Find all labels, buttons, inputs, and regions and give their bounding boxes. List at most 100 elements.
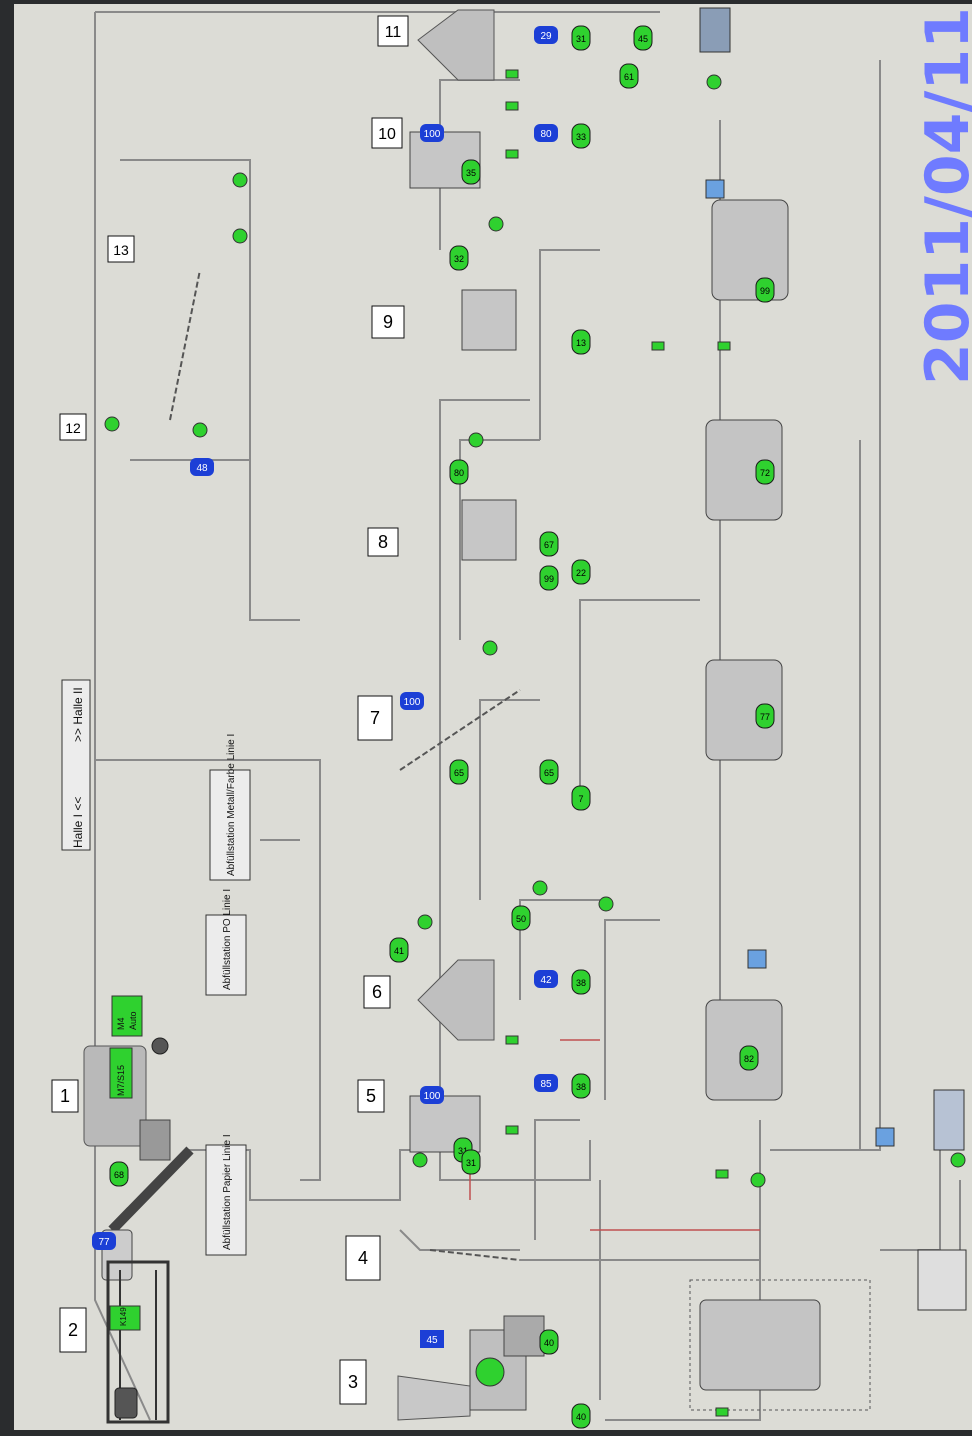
y53-valve-icon[interactable] [506,70,518,78]
y51-valve-icon[interactable] [506,150,518,158]
hall-switch[interactable]: Halle I << >> Halle II [62,680,90,850]
green-value-6: 50 [516,914,526,924]
m75-motor-icon[interactable] [707,75,721,89]
control-cabinet [700,8,730,52]
m50-motor-icon[interactable] [751,1173,765,1187]
green-value-16: 32 [454,254,464,264]
m51-motor-icon[interactable] [599,897,613,911]
m100-motor-icon[interactable] [193,423,207,437]
unit-m87 [712,200,788,300]
green-value-25: 40 [576,1412,586,1422]
area-marker-4: 4 [358,1248,368,1268]
green-value-4: 38 [576,1082,586,1092]
green-value-21: 31 [576,34,586,44]
hall-right-label[interactable]: >> Halle II [71,687,85,742]
green-value-8: 65 [544,768,554,778]
station-paper: Abfüllstation Papier Linie I [206,1134,246,1255]
green-value-23: 45 [638,34,648,44]
value-m20: 45 [426,1335,438,1346]
green-value-5: 38 [576,978,586,988]
m70-motor-icon[interactable] [483,641,497,655]
dryer-fan-icon[interactable] [476,1358,504,1386]
green-value-10: 99 [544,574,554,584]
green-value-27: 35 [466,168,476,178]
value-m47: 42 [540,975,552,986]
y24-valve-icon[interactable] [716,1408,728,1416]
y31-valve-icon[interactable] [506,1126,518,1134]
station-po-label: Abfüllstation PO Linie I [222,889,233,990]
area-marker-3: 3 [348,1372,358,1392]
area-marker-12: 12 [65,420,81,436]
printer-terminal [918,1250,966,1310]
y34-valve-icon[interactable] [716,1170,728,1178]
dryer-motor-housing [504,1316,544,1356]
value-m64: 100 [404,697,421,708]
m80-motor-icon[interactable] [469,433,483,447]
area-marker-5: 5 [366,1086,376,1106]
mixer-area-8 [462,500,516,560]
green-value-15: 80 [454,468,464,478]
green-value-12: 77 [760,712,770,722]
value-m93: 29 [540,31,552,42]
value-m46: 85 [540,1079,552,1090]
m44-motor-icon[interactable] [413,1153,427,1167]
m137-motor-icon[interactable] [951,1153,965,1167]
feeder-hopper [140,1120,170,1160]
area-marker-10: 10 [378,126,396,143]
green-value-13: 72 [760,468,770,478]
m7-status-label: M7/S15 [116,1065,126,1096]
m114-motor-icon[interactable] [233,229,247,243]
hall-left-label[interactable]: Halle I << [71,797,85,848]
value-m45: 100 [424,1091,441,1102]
area-marker-1: 1 [60,1086,70,1106]
area-marker-9: 9 [383,312,393,332]
green-value-1: 68 [114,1170,124,1180]
green-value-24: 61 [624,72,634,82]
m60-motor-icon[interactable] [533,881,547,895]
area-marker-7: 7 [370,708,380,728]
m88-motor-icon[interactable] [489,217,503,231]
green-value-19: 7 [578,794,583,804]
mode-box-mode: Auto [128,1011,138,1030]
m98-motor-icon[interactable] [105,417,119,431]
station-paper-label: Abfüllstation Papier Linie I [222,1134,233,1250]
value-m99: 48 [196,463,208,474]
green-value-11: 82 [744,1054,754,1064]
value-m92: 100 [424,129,441,140]
green-value-3: 40 [544,1338,554,1348]
green-value-9: 67 [544,540,554,550]
m4-motor-icon[interactable] [152,1038,168,1054]
green-value-26: 31 [466,1158,476,1168]
monitor-icon[interactable] [876,1128,894,1146]
mixer-area-9 [462,290,516,350]
m109-motor-icon[interactable] [233,173,247,187]
value-m5: 77 [98,1237,110,1248]
area-marker-2: 2 [68,1320,78,1340]
value-m91: 80 [540,129,552,140]
station-metal-label: Abfüllstation Metall/Farbe Linie I [226,734,237,876]
area-marker-6: 6 [372,982,382,1002]
y52-valve-icon[interactable] [506,102,518,110]
mode-box-motor: M4 [116,1017,126,1030]
area-marker-8: 8 [378,532,388,552]
traffic-light-icon [115,1388,137,1418]
monitor-icon[interactable] [706,180,724,198]
area-marker-13: 13 [113,242,129,258]
timestamp-overlay: 2011/04/11 [913,7,972,385]
monitor-icon[interactable] [748,950,766,968]
area-marker-11: 11 [385,24,402,41]
y55-valve-icon[interactable] [718,342,730,350]
green-value-20: 22 [576,568,586,578]
y33-valve-icon[interactable] [506,1036,518,1044]
green-value-18: 13 [576,338,586,348]
control-cabinet [934,1090,964,1150]
green-value-14: 99 [760,286,770,296]
k149-label: K149 [119,1307,128,1326]
green-value-7: 41 [394,946,404,956]
green-value-22: 33 [576,132,586,142]
m53-motor-icon[interactable] [418,915,432,929]
green-value-17: 65 [454,768,464,778]
y54-valve-icon[interactable] [652,342,664,350]
unit-area-3 [700,1300,820,1390]
